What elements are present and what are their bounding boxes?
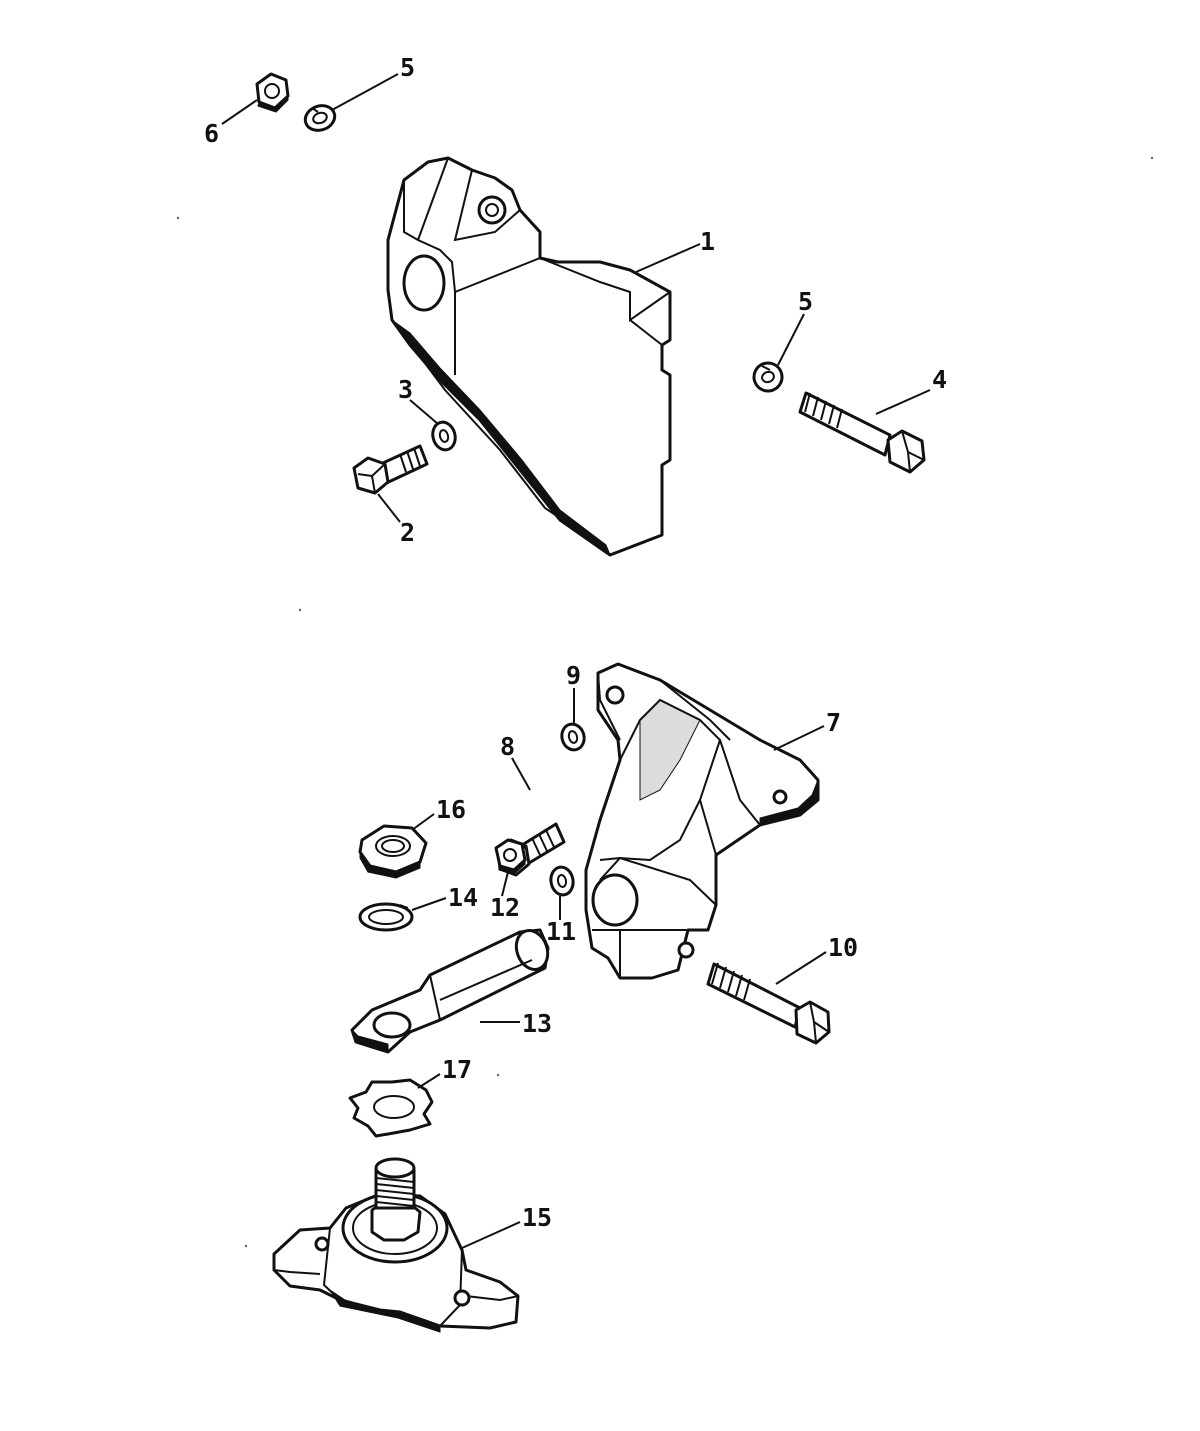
leader-6 (221, 99, 258, 125)
lock-washer-part-3 (431, 420, 457, 452)
split-washer-part-14 (358, 902, 414, 932)
callout-14: 14 (448, 883, 478, 912)
leader-14 (411, 897, 447, 911)
lock-washer-part-5-right (752, 361, 784, 393)
callout-4: 4 (932, 365, 947, 394)
callout-17: 17 (442, 1055, 472, 1084)
leader-10 (775, 951, 827, 985)
long-bolt-part-4 (798, 391, 926, 474)
lock-washer-part-5-top (303, 104, 337, 132)
leader-1 (635, 243, 701, 273)
leader-17 (417, 1073, 441, 1089)
callout-5-right: 5 (798, 287, 813, 316)
callout-6: 6 (204, 119, 219, 148)
callout-13: 13 (522, 1009, 552, 1038)
leader-lines (221, 73, 931, 1249)
long-bolt-part-10 (706, 962, 831, 1045)
bracket-part-7 (584, 662, 820, 980)
callout-16: 16 (436, 795, 466, 824)
leader-16 (411, 813, 435, 831)
engine-mount-part-15 (272, 1157, 520, 1333)
callout-15: 15 (522, 1203, 552, 1232)
leader-8 (511, 757, 531, 791)
leader-5-top (331, 73, 399, 111)
leader-12 (501, 871, 509, 897)
callout-2: 2 (400, 518, 415, 547)
callout-12: 12 (490, 893, 520, 922)
tab-washer-part-17 (348, 1078, 434, 1138)
leader-4 (875, 389, 931, 415)
callout-10: 10 (828, 933, 858, 962)
callout-1: 1 (700, 227, 715, 256)
callout-7: 7 (826, 708, 841, 737)
scan-specks (176, 156, 1154, 1248)
callout-11: 11 (546, 917, 576, 946)
leader-3 (409, 399, 439, 425)
leader-5-right (777, 313, 805, 366)
hex-nut-part-12 (494, 838, 527, 875)
stud-part-13 (350, 928, 550, 1054)
hex-nut-part-6 (255, 72, 290, 113)
lock-washer-part-11 (549, 865, 575, 897)
callout-3: 3 (398, 375, 413, 404)
lock-washer-part-9 (560, 722, 586, 752)
bracket-part-1 (386, 156, 672, 557)
callout-8: 8 (500, 732, 515, 761)
leader-2 (377, 493, 401, 523)
leader-15 (461, 1221, 521, 1249)
leader-7 (773, 725, 825, 751)
callout-labels: 1 2 3 4 5 5 6 7 8 9 10 11 12 13 14 15 16… (204, 53, 947, 1232)
hex-nut-part-16 (358, 824, 428, 879)
short-bolt-part-2 (352, 444, 429, 495)
callout-5-top: 5 (400, 53, 415, 82)
callout-9: 9 (566, 661, 581, 690)
